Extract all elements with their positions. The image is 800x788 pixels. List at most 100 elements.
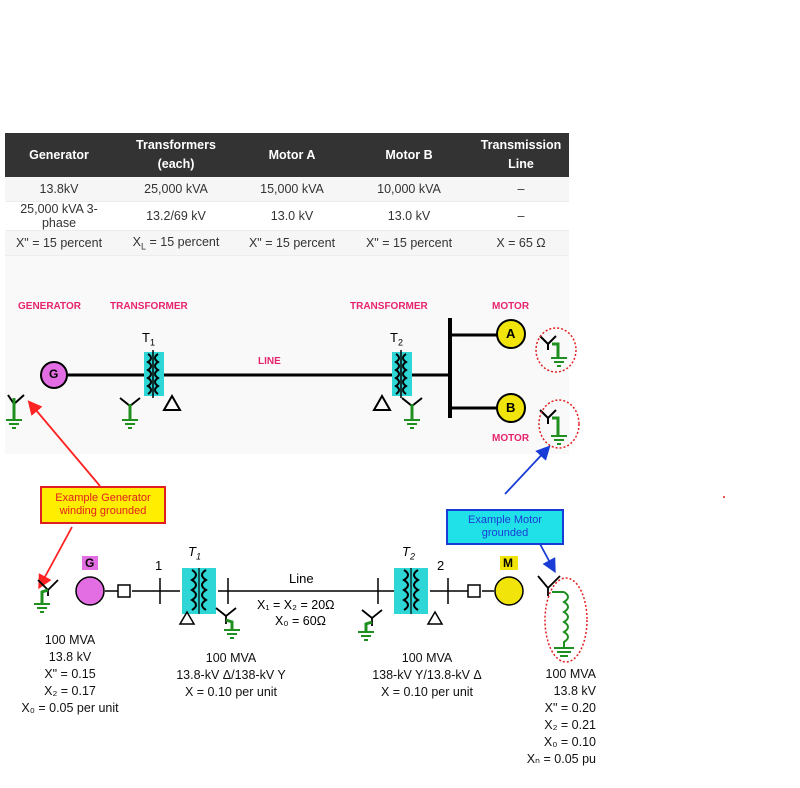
t2-transformer-icon — [372, 350, 423, 429]
generator2-circle — [75, 576, 105, 606]
table-cell: 13.2/69 kV — [113, 201, 239, 231]
motor-top-label: MOTOR — [492, 301, 530, 312]
t2-2-label: T2 — [402, 544, 415, 562]
gen2-rating: 100 MVA 13.8 kV X" = 0.15 X₂ = 0.17 X₀ =… — [10, 632, 130, 717]
motor2-highlight — [544, 577, 588, 663]
rating-line: X₂ = 0.17 — [44, 684, 96, 698]
rating-line: 13.8 kV — [553, 684, 596, 698]
header-motor-b: Motor B — [345, 133, 473, 177]
motor-a-ground-icon — [535, 327, 577, 373]
table-cell: 15,000 kVA — [239, 177, 345, 202]
generator2-tag — [82, 556, 98, 570]
rating-line: 100 MVA — [545, 667, 597, 681]
transformer-left-label: TRANSFORMER — [110, 301, 188, 312]
motor-b-symbol: B — [506, 400, 516, 415]
table-cell: – — [473, 177, 569, 202]
rating-line: 13.8 kV — [48, 650, 92, 664]
motor-callout: Example Motor grounded — [446, 509, 564, 545]
table-cell: 25,000 kVA 3-phase — [5, 201, 113, 231]
generator-callout: Example Generator winding grounded — [40, 486, 166, 524]
table-row: 13.8kV 25,000 kVA 15,000 kVA 10,000 kVA … — [5, 177, 569, 202]
transformer-right-label: TRANSFORMER — [350, 301, 428, 312]
motor-b-highlight — [538, 399, 580, 449]
t2-letter: T — [390, 330, 398, 345]
t2-2-rating: 100 MVA 138-kV Y/13.8-kV Δ X = 0.10 per … — [352, 650, 502, 701]
stray-dot — [723, 496, 725, 498]
table-cell: X" = 15 percent — [239, 230, 345, 256]
line-label: LINE — [258, 356, 281, 367]
motor2-circle — [494, 576, 524, 606]
t1-2-sub: 1 — [195, 551, 201, 562]
rating-line: X₂ = 0.21 — [544, 718, 596, 732]
t1-2-rating: 100 MVA 13.8-kV Δ/138-kV Y X = 0.10 per … — [156, 650, 306, 701]
motor2-tag — [500, 556, 518, 570]
rating-line: X₀ = 0.05 per unit — [21, 701, 119, 715]
motor-breaker — [467, 584, 481, 598]
motor-arrow-down — [539, 543, 556, 574]
header-transformers: Transformers (each) — [113, 133, 239, 177]
motor-callout-text: Example Motor grounded — [468, 514, 542, 539]
line2-title: Line — [289, 571, 314, 586]
t2-2-transformer-icon — [358, 568, 444, 641]
spec-table: Generator Transformers (each) Motor A Mo… — [5, 133, 569, 256]
table-cell: X" = 15 percent — [345, 230, 473, 256]
diagram1-background — [5, 256, 569, 454]
t2-label: T2 — [390, 330, 403, 348]
table-cell: 25,000 kVA — [113, 177, 239, 202]
table-cell: – — [473, 201, 569, 231]
line2-x0: X₀ = 60Ω — [275, 614, 327, 628]
motor2-rating: 100 MVA 13.8 kV X" = 0.20 X₂ = 0.21 X₀ =… — [496, 666, 596, 768]
generator-label: GENERATOR — [18, 301, 81, 312]
header-motor-a: Motor A — [239, 133, 345, 177]
generator-ground-icon — [6, 394, 25, 429]
rating-line: X₀ = 0.10 — [543, 735, 596, 749]
rating-line: X = 0.10 per unit — [380, 685, 474, 699]
motor-b-circle — [496, 393, 526, 423]
header-transmission-line: Transmission Line — [473, 133, 569, 177]
t1-label: T1 — [142, 330, 155, 348]
rating-line: X = 0.10 per unit — [184, 685, 278, 699]
t2-2-sub: 2 — [409, 551, 415, 562]
table-header-row: Generator Transformers (each) Motor A Mo… — [5, 133, 569, 177]
motor-a-circle — [496, 319, 526, 349]
rating-line: 100 MVA — [44, 633, 96, 647]
table-cell: 10,000 kVA — [345, 177, 473, 202]
table-cell: X" = 15 percent — [5, 230, 113, 256]
t2-sub: 2 — [397, 337, 403, 348]
header-generator: Generator — [5, 133, 113, 177]
xl-text: XL = 15 percent — [132, 234, 220, 252]
motor2-symbol: M — [503, 556, 513, 570]
gen2-symbol: G — [85, 556, 95, 570]
table-row: X" = 15 percent XL = 15 percent X" = 15 … — [5, 230, 569, 256]
table-row: 25,000 kVA 3-phase 13.2/69 kV 13.0 kV 13… — [5, 201, 569, 231]
gen-breaker — [117, 584, 131, 598]
generator-arrow-up — [27, 400, 101, 487]
diagram2 — [34, 556, 588, 663]
t1-sub: 1 — [149, 337, 155, 348]
rating-line: 100 MVA — [401, 651, 453, 665]
motor-a-highlight — [535, 327, 577, 373]
rating-line: X" = 0.20 — [544, 701, 596, 715]
t1-transformer-icon — [119, 350, 182, 429]
gen-symbol: G — [49, 367, 59, 381]
rating-line: X" = 0.15 — [44, 667, 96, 681]
rating-line: Xₙ = 0.05 pu — [526, 752, 596, 766]
diagram1 — [6, 318, 580, 449]
table-cell-subscript: XL = 15 percent — [113, 230, 239, 256]
generator-callout-text: Example Generator winding grounded — [55, 492, 151, 517]
generator-circle — [40, 361, 68, 389]
rating-line: 138-kV Y/13.8-kV Δ — [372, 668, 482, 682]
line2-x1: X₁ = X₂ = 20Ω — [257, 598, 335, 612]
table-cell: 13.0 kV — [345, 201, 473, 231]
table-cell: 13.8kV — [5, 177, 113, 202]
motor-a-symbol: A — [506, 326, 516, 341]
generator-arrow-down — [38, 526, 73, 590]
t2-2-letter: T — [402, 544, 410, 559]
motor-bottom-label: MOTOR — [492, 433, 530, 444]
rating-line: 13.8-kV Δ/138-kV Y — [176, 668, 286, 682]
t1-2-transformer-icon — [178, 568, 240, 639]
motor2-ground-reactor-icon — [537, 575, 588, 663]
t1-2-letter: T — [188, 544, 196, 559]
table-cell: X = 65 Ω — [473, 230, 569, 256]
